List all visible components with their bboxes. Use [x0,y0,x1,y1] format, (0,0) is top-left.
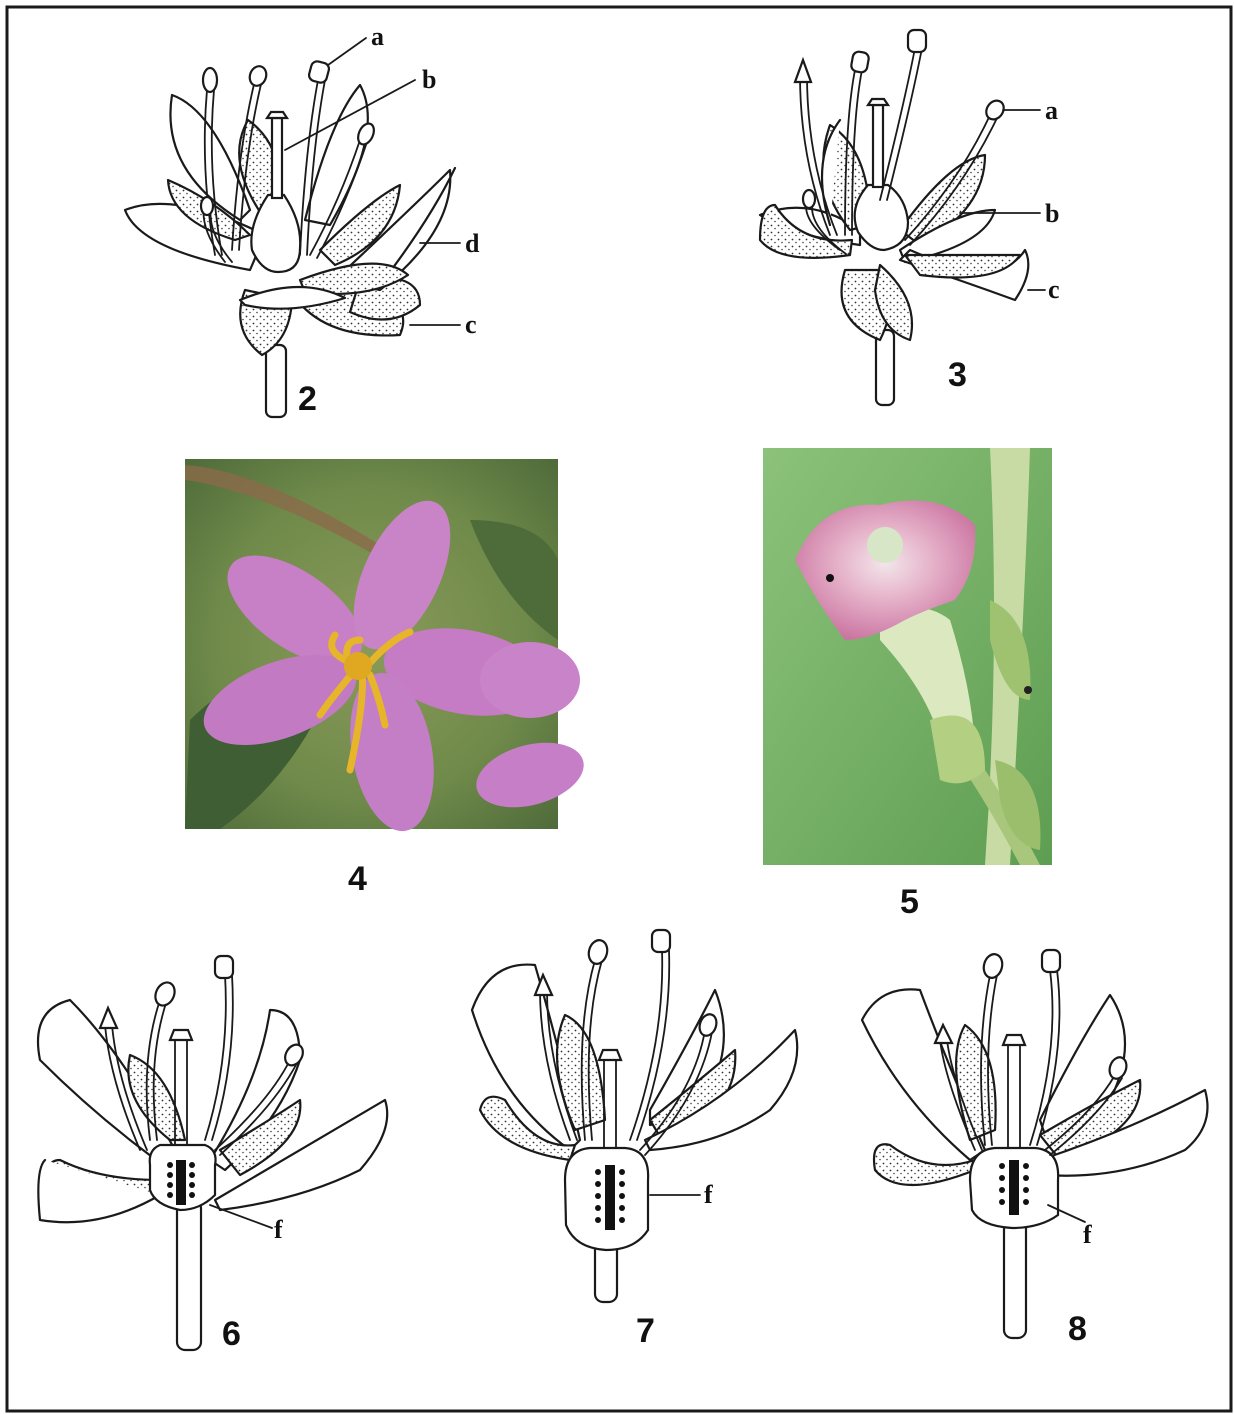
fig2-label-b: b [422,65,436,94]
fig2-label-d: d [465,229,480,258]
figure-3-number: 3 [948,356,967,394]
fig3-label-c: c [1048,275,1060,304]
figure-4-number: 4 [348,860,367,898]
fig7-label-f: f [704,1180,713,1209]
fig2-label-c: c [465,310,477,339]
fig2-label-a: a [371,22,384,51]
figure-7-number: 7 [636,1312,655,1350]
figure-4-photo [185,459,591,838]
fig3-label-b: b [1045,199,1059,228]
fig8-label-f: f [1083,1220,1092,1249]
fig3-label-a: a [1045,96,1058,125]
figure-6-number: 6 [222,1315,241,1353]
figure-8-number: 8 [1068,1310,1087,1348]
figure-5-photo [763,448,1052,865]
figure-2-number: 2 [298,380,317,418]
fig6-label-f: f [274,1215,283,1244]
figure-5-number: 5 [900,883,919,921]
